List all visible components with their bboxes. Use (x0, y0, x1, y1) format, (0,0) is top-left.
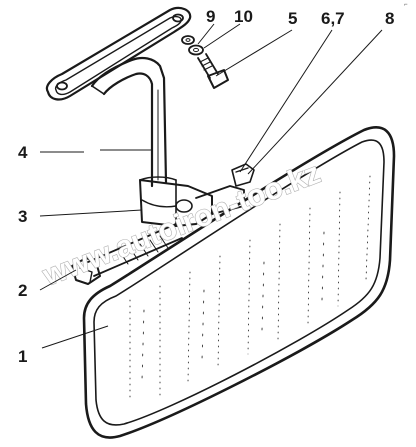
callout-9: 9 (206, 7, 215, 26)
callout-1: 1 (18, 347, 27, 366)
long-bolt-icon (71, 223, 183, 285)
short-bolt-icon (197, 53, 229, 89)
clamp-bracket-icon (139, 163, 255, 227)
watermark-text: www.autoiron-too.kz (38, 156, 325, 292)
leader-lines (39, 23, 383, 349)
callout-6-7: 6,7 (321, 9, 345, 28)
callout-4: 4 (18, 143, 28, 162)
bent-stem-icon (90, 56, 168, 188)
mirror-glass-icon (82, 126, 396, 439)
corner-mark: ⌐ (404, 2, 408, 8)
callout-labels: 1 2 3 4 5 6,7 8 9 10 (18, 7, 394, 366)
callout-10: 10 (234, 7, 253, 26)
mounting-plate-icon (45, 6, 192, 101)
callout-5: 5 (288, 9, 297, 28)
callout-8: 8 (385, 9, 394, 28)
washer-icon (181, 35, 204, 56)
callout-2: 2 (18, 281, 27, 300)
callout-3: 3 (18, 207, 27, 226)
